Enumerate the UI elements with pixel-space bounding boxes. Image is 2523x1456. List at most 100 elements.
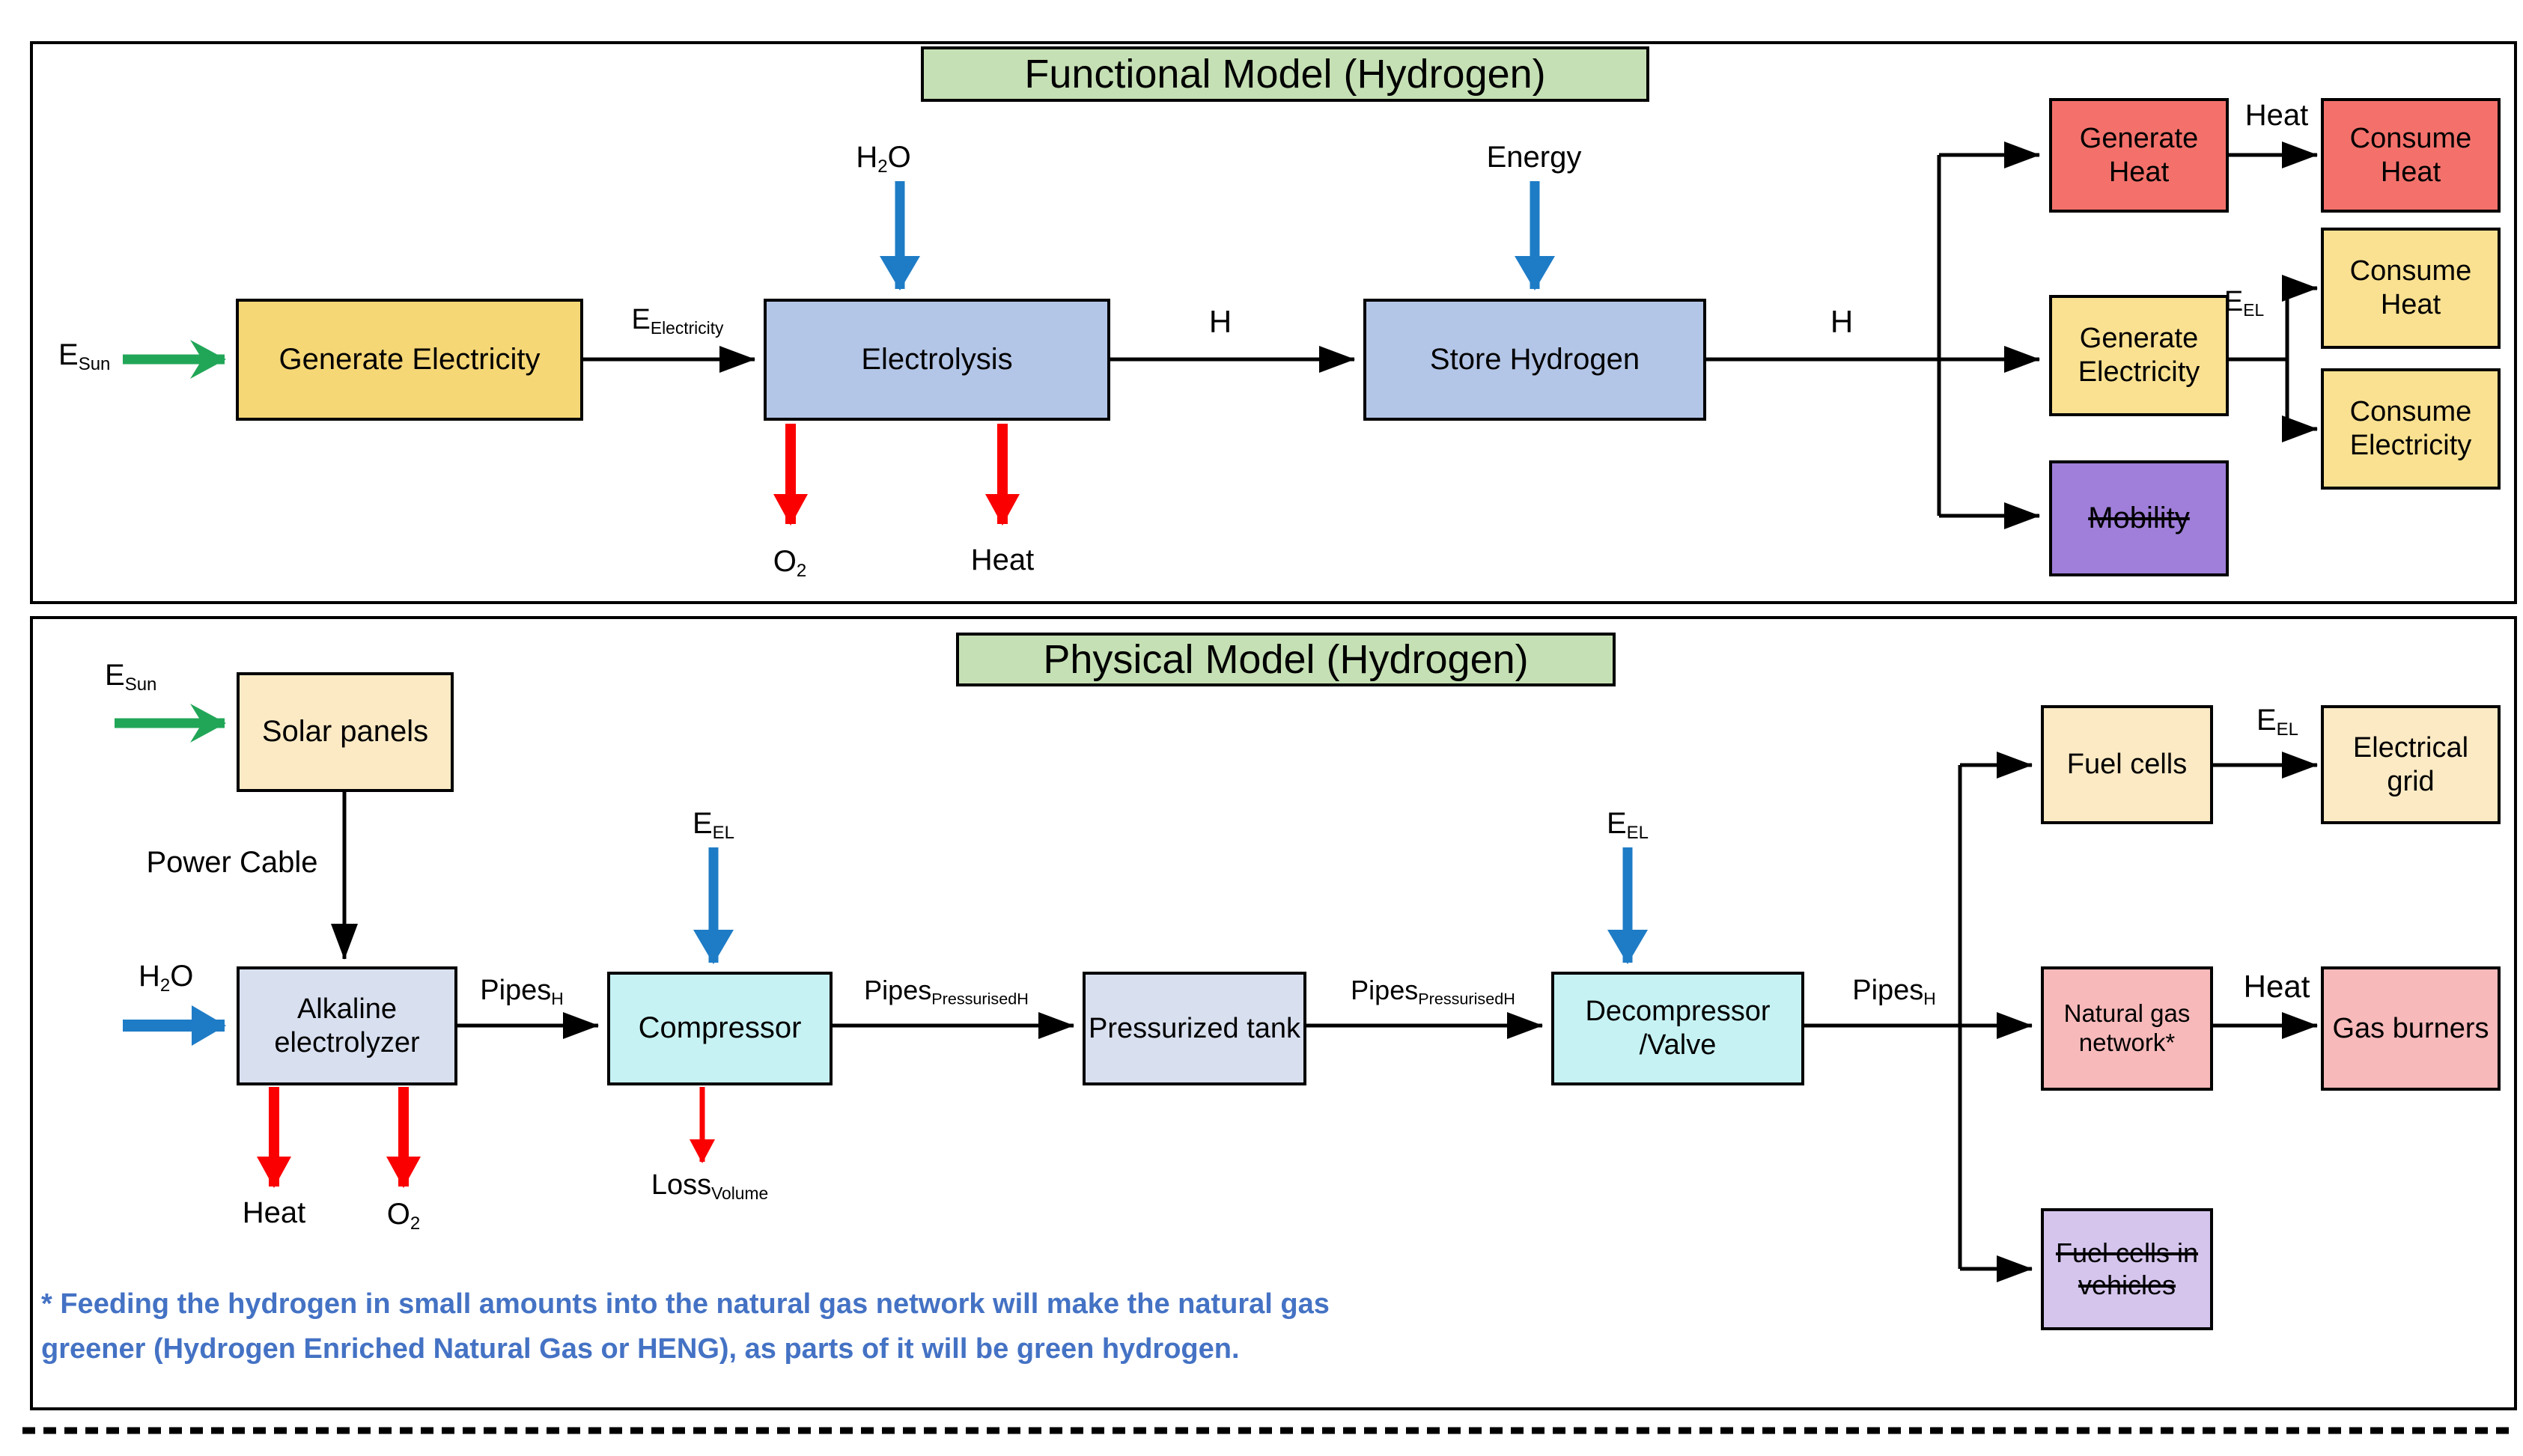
h2o-p-tail: O — [170, 960, 194, 993]
alkaline-electrolyzer-box: Alkaline electrolyzer — [237, 966, 457, 1085]
loss-volume-label: LossVolume — [620, 1169, 800, 1204]
decompressor-valve-label: Decompressor /Valve — [1585, 996, 1771, 1061]
h2o-p-sub: 2 — [159, 975, 171, 996]
physical-title-text: Physical Model (Hydrogen) — [1043, 637, 1529, 682]
o2-p-sub: 2 — [410, 1213, 421, 1234]
eel-label-compressor: EEL — [669, 807, 758, 844]
pressurized-tank-box: Pressurized tank — [1083, 972, 1306, 1085]
eel-d-sub: EL — [1626, 823, 1649, 844]
fuel-cells-label: Fuel cells — [2066, 749, 2188, 781]
electrical-grid-label: Electrical grid — [2352, 731, 2469, 797]
eel-f-base: E — [2224, 286, 2244, 317]
store-hydrogen-label: Store Hydrogen — [1429, 342, 1640, 376]
eel-label-decompressor: EEL — [1583, 807, 1673, 844]
fuel-cells-vehicles-label: Fuel cells in vehicles — [2055, 1237, 2199, 1300]
natural-gas-network-label: Natural gas network* — [2063, 999, 2191, 1056]
pipes-pressurised-label-2: PipesPressurisedH — [1313, 975, 1553, 1008]
hydrogen-label-1: H — [1183, 304, 1258, 340]
h2o-p-base: H — [139, 960, 160, 993]
natural-gas-network-box: Natural gas network* — [2041, 966, 2213, 1091]
h2o-base: H — [856, 141, 878, 174]
o2-p-base: O — [386, 1198, 410, 1231]
footnote: * Feeding the hydrogen in small amounts … — [41, 1282, 1576, 1371]
esun-p-sub: Sun — [124, 674, 157, 695]
fuel-cells-vehicles-box: Fuel cells in vehicles — [2041, 1208, 2213, 1330]
consume-heat-red-box: Consume Heat — [2321, 98, 2501, 213]
decompressor-valve-box: Decompressor /Valve — [1551, 972, 1804, 1085]
consume-heat-red-label: Consume Heat — [2349, 122, 2472, 188]
compressor-box: Compressor — [607, 972, 833, 1085]
generate-electricity-right-box: Generate Electricity — [2049, 295, 2229, 416]
pipes-h2-sub: H — [1923, 988, 1936, 1008]
heat-byproduct-text: Heat — [970, 543, 1035, 576]
eel-fc-base: E — [2256, 704, 2277, 737]
pipes-ph1-sub: PressurisedH — [931, 989, 1029, 1008]
eel-c-sub: EL — [712, 823, 735, 844]
esun-sub: Sun — [78, 354, 111, 375]
pipes-h-label-2: PipesH — [1816, 975, 1973, 1009]
o2-sub: 2 — [796, 561, 807, 582]
heat-flow-text: Heat — [2244, 99, 2309, 132]
functional-model-frame — [30, 41, 2517, 604]
eel-f-sub: EL — [2243, 299, 2265, 320]
h2o-label-functional: H2O — [805, 141, 962, 177]
pipes-h2-base: Pipes — [1852, 975, 1924, 1006]
h2o-sub: 2 — [877, 156, 888, 177]
heat-label-functional: Heat — [928, 543, 1077, 577]
generate-heat-label: Generate Heat — [2079, 122, 2199, 188]
heat-flow-p-text: Heat — [2243, 969, 2310, 1004]
pipes-ph1-base: Pipes — [864, 975, 932, 1005]
solar-panels-box: Solar panels — [237, 672, 454, 792]
gas-burners-label: Gas burners — [2332, 1012, 2489, 1044]
heat-label-physical: Heat — [199, 1196, 349, 1230]
eel-branch-up — [2229, 275, 2318, 362]
heat-flow-label-physical: Heat — [2213, 969, 2340, 1005]
pipes-h1-sub: H — [551, 988, 564, 1008]
generate-electricity-right-label: Generate Electricity — [2078, 323, 2200, 388]
hydrogen-label-2: H — [1804, 304, 1879, 340]
consume-electricity-label: Consume Electricity — [2349, 396, 2472, 461]
heat-p-text: Heat — [242, 1196, 306, 1229]
mobility-label: Mobility — [2088, 501, 2190, 534]
eelectricity-label: EElectricity — [599, 304, 756, 338]
electrolysis-label: Electrolysis — [861, 342, 1013, 376]
hydrogen-2-text: H — [1830, 304, 1854, 339]
power-cable-label: Power Cable — [120, 846, 344, 880]
esun-label-functional: ESun — [58, 338, 110, 375]
esun-base: E — [58, 338, 79, 371]
consume-heat-yellow-label: Consume Heat — [2349, 255, 2472, 320]
generate-heat-box: Generate Heat — [2049, 98, 2229, 213]
consume-electricity-box: Consume Electricity — [2321, 368, 2501, 490]
footnote-line-1: * Feeding the hydrogen in small amounts … — [41, 1288, 1330, 1320]
eel-flow-label: EEL — [2233, 704, 2322, 740]
eel-fc-sub: EL — [2276, 719, 2299, 740]
physical-model-title: Physical Model (Hydrogen) — [956, 633, 1616, 686]
mobility-box: Mobility — [2049, 460, 2229, 576]
energy-text: Energy — [1486, 141, 1582, 174]
o2-label-physical: O2 — [366, 1198, 441, 1234]
pipes-ph2-base: Pipes — [1351, 975, 1419, 1005]
compressor-label: Compressor — [638, 1011, 802, 1045]
pipes-h-label-1: PipesH — [443, 975, 600, 1009]
consume-heat-yellow-box: Consume Heat — [2321, 228, 2501, 349]
fuel-cells-box: Fuel cells — [2041, 705, 2213, 824]
generate-electricity-box: Generate Electricity — [236, 299, 583, 421]
hydrogen-1-text: H — [1208, 304, 1232, 339]
alkaline-electrolyzer-label: Alkaline electrolyzer — [274, 993, 420, 1059]
eelectricity-sub: Electricity — [650, 317, 724, 338]
eel-branch-down — [2282, 359, 2318, 442]
pressurized-tank-label: Pressurized tank — [1089, 1012, 1301, 1044]
eel-label-functional: EEL — [2201, 286, 2287, 320]
physical-model-frame — [30, 616, 2517, 1410]
eel-c-base: E — [692, 807, 713, 840]
esun-p-base: E — [105, 659, 125, 692]
o2-label-functional: O2 — [749, 545, 831, 582]
functional-model-title: Functional Model (Hydrogen) — [921, 46, 1649, 102]
solar-panels-label: Solar panels — [261, 715, 429, 749]
heat-flow-label: Heat — [2213, 99, 2340, 132]
energy-label: Energy — [1455, 141, 1613, 174]
h2o-label-physical: H2O — [139, 960, 193, 996]
gas-burners-box: Gas burners — [2321, 966, 2501, 1091]
